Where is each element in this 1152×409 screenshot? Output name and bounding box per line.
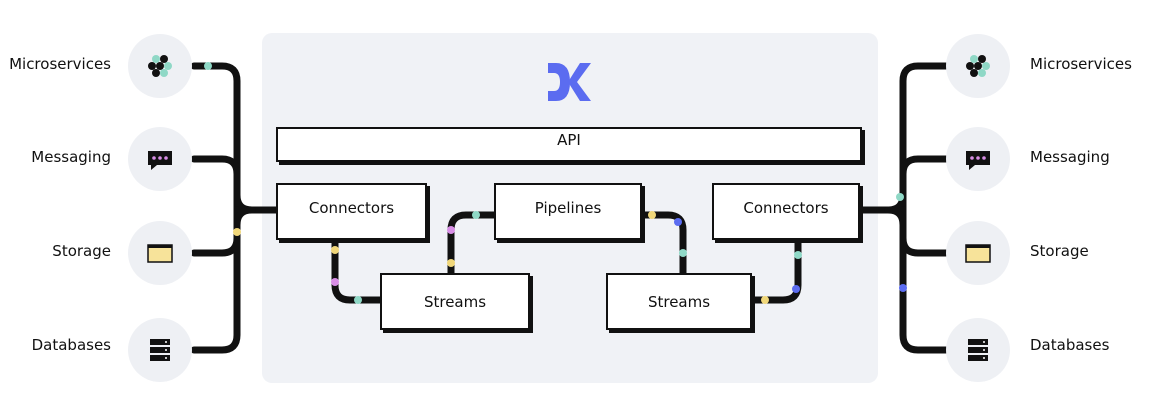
left-databases-label: Databases: [31, 336, 111, 354]
left-messaging-node: [128, 127, 192, 191]
messaging-icon: [966, 151, 990, 170]
streams-left-label: Streams: [423, 292, 487, 311]
left-microservices-node: [128, 34, 192, 98]
right-messaging-node: [946, 127, 1010, 191]
storage-icon: [965, 244, 991, 263]
right-messaging-label: Messaging: [1030, 148, 1110, 166]
wire-left-messaging: [190, 155, 241, 214]
left-storage-node: [128, 221, 192, 285]
storage-icon: [147, 244, 173, 263]
microservices-icon: [148, 55, 172, 77]
wire-left-storage: [190, 206, 241, 257]
right-microservices-label: Microservices: [1030, 55, 1132, 73]
flow-dot: [899, 284, 907, 292]
wire-streams-to-pipelines: [447, 211, 500, 279]
flow-dot: [331, 246, 339, 254]
right-databases-node: [946, 318, 1010, 382]
wire-right-databases: [884, 206, 950, 354]
flow-dot: [233, 228, 241, 236]
left-microservices-label: Microservices: [9, 55, 111, 73]
dk-logo-icon: [548, 63, 591, 101]
wire-connectors-to-streams: [331, 236, 386, 304]
pipelines-label: Pipelines: [534, 199, 602, 217]
streams-right-box: Streams: [606, 273, 752, 330]
connectors-right-box: Connectors: [712, 183, 860, 240]
wire-streams-to-connectors: [748, 236, 802, 304]
databases-icon: [968, 339, 988, 361]
flow-dot: [896, 193, 904, 201]
flow-dot: [204, 62, 212, 70]
right-storage-label: Storage: [1030, 242, 1089, 260]
api-box: API: [276, 127, 862, 162]
flow-dot: [472, 211, 480, 219]
flow-dot: [674, 218, 682, 226]
flow-dot: [761, 296, 769, 304]
flow-dot: [354, 296, 362, 304]
right-storage-node: [946, 221, 1010, 285]
left-databases-node: [128, 318, 192, 382]
flow-dot: [331, 278, 339, 286]
messaging-icon: [148, 151, 172, 170]
wire-right-messaging: [899, 155, 950, 214]
streams-left-box: Streams: [380, 273, 530, 330]
microservices-icon: [966, 55, 990, 77]
flow-dot: [679, 249, 687, 257]
flow-dot: [794, 251, 802, 259]
databases-icon: [150, 339, 170, 361]
connectors-left-label: Connectors: [308, 199, 395, 217]
streams-right-label: Streams: [647, 292, 711, 311]
right-databases-label: Databases: [1030, 336, 1110, 354]
pipelines-box: Pipelines: [494, 183, 642, 240]
flow-dot: [447, 226, 455, 234]
left-messaging-label: Messaging: [31, 148, 111, 166]
wire-right-storage: [899, 206, 950, 257]
api-label: API: [557, 130, 581, 149]
connectors-left-box: Connectors: [276, 183, 427, 240]
flow-dot: [447, 259, 455, 267]
wire-left-databases: [190, 206, 256, 354]
flow-dot: [792, 285, 800, 293]
connectors-right-label: Connectors: [743, 199, 829, 217]
flow-dot: [648, 211, 656, 219]
left-storage-label: Storage: [52, 242, 111, 260]
right-microservices-node: [946, 34, 1010, 98]
